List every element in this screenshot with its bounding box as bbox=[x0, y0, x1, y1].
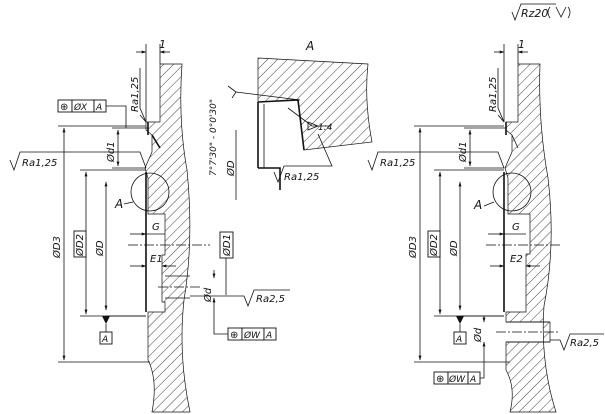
left-detail-circle bbox=[130, 172, 170, 212]
detail-roughness: Ra1,25 bbox=[273, 133, 333, 184]
svg-text:⊕: ⊕ bbox=[436, 374, 444, 385]
right-datum-a: A bbox=[453, 315, 504, 345]
svg-text:Ra1,25: Ra1,25 bbox=[22, 158, 57, 169]
svg-text:7°7'30" - 0°0'30": 7°7'30" - 0°0'30" bbox=[209, 99, 219, 176]
svg-text:Ød: Ød bbox=[472, 327, 484, 343]
svg-text:Ra1,25: Ra1,25 bbox=[380, 158, 415, 169]
svg-text:ØD3: ØD3 bbox=[51, 236, 63, 259]
svg-text:⊕: ⊕ bbox=[230, 330, 238, 341]
right-roughness-top: Ra1,25 bbox=[488, 68, 505, 123]
svg-text:A: A bbox=[469, 375, 476, 385]
svg-text:1:4: 1:4 bbox=[318, 123, 333, 133]
svg-text:⊕: ⊕ bbox=[60, 102, 68, 113]
svg-text:ØD2: ØD2 bbox=[428, 234, 440, 257]
svg-text:ØX: ØX bbox=[73, 102, 88, 113]
svg-text:ØD: ØD bbox=[225, 160, 237, 177]
right-roughness-bottom: Ra2,5 bbox=[550, 333, 604, 352]
left-roughness-bottom: Ra2,5 bbox=[190, 289, 290, 308]
svg-text:A: A bbox=[265, 331, 272, 341]
svg-text:ØD1: ØD1 bbox=[221, 234, 233, 257]
svg-text:Rz20: Rz20 bbox=[521, 7, 548, 20]
left-wall-hatch bbox=[144, 63, 191, 413]
left-roughness-top: Ra1,25 bbox=[130, 68, 147, 123]
general-finish-symbol: Rz20 bbox=[511, 3, 571, 22]
svg-text:ØD3: ØD3 bbox=[407, 236, 419, 259]
left-roughness-left: Ra1,25 bbox=[9, 151, 147, 172]
left-datum-a: A bbox=[99, 315, 146, 345]
svg-text:A: A bbox=[455, 335, 462, 345]
svg-text:A: A bbox=[305, 39, 314, 53]
right-roughness-left: Ra1,25 bbox=[367, 151, 505, 172]
right-section-view: A 1 Ra1,25 Ød1 Ra1,25 ØD3 ØD2 ØD G bbox=[367, 38, 604, 413]
svg-text:A: A bbox=[95, 103, 102, 113]
svg-text:ØD2: ØD2 bbox=[74, 234, 86, 257]
svg-text:ØD: ØD bbox=[94, 240, 106, 257]
svg-text:A: A bbox=[114, 197, 123, 211]
svg-text:G: G bbox=[512, 222, 520, 233]
svg-text:1: 1 bbox=[518, 38, 525, 51]
right-fcf-w: ⊕ ØW A bbox=[433, 350, 485, 385]
svg-text:A: A bbox=[473, 198, 482, 212]
svg-text:ØD: ØD bbox=[448, 240, 460, 257]
left-fcf-x: ⊕ ØX A bbox=[57, 99, 127, 128]
svg-text:A: A bbox=[101, 335, 108, 345]
svg-text:Ra2,5: Ra2,5 bbox=[570, 338, 599, 349]
svg-text:ØW: ØW bbox=[243, 330, 261, 341]
svg-text:Ra1,25: Ra1,25 bbox=[130, 77, 141, 112]
svg-text:Ød: Ød bbox=[202, 287, 214, 303]
left-fcf-w: ⊕ ØW A bbox=[213, 306, 277, 341]
svg-text:G: G bbox=[152, 222, 160, 233]
svg-text:E1: E1 bbox=[150, 254, 163, 265]
svg-text:ØW: ØW bbox=[448, 374, 466, 385]
svg-text:E2: E2 bbox=[510, 254, 523, 265]
svg-text:Ra1,25: Ra1,25 bbox=[284, 172, 319, 183]
detail-view-a: A 7°7'30" - 0°0'30" 1:4 ØD Ra1,25 bbox=[209, 39, 373, 200]
svg-text:1: 1 bbox=[159, 38, 166, 51]
right-wall-hatch bbox=[504, 63, 557, 413]
left-section-view: A 1 Ra1,25 ⊕ ØX A Ød1 Ra1,25 bbox=[9, 38, 290, 413]
svg-text:Ra1,25: Ra1,25 bbox=[488, 77, 499, 112]
svg-text:Ra2,5: Ra2,5 bbox=[256, 294, 285, 305]
